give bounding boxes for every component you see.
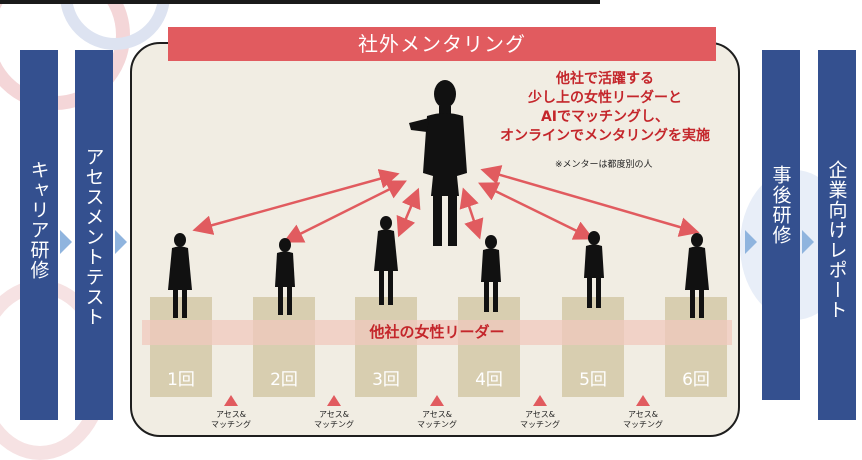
triangle-up-icon bbox=[636, 395, 650, 406]
assess-matching-label: アセス&マッチング bbox=[417, 410, 457, 429]
callout-line: オンラインでメンタリングを実施 bbox=[500, 128, 710, 144]
leader-silhouette bbox=[168, 233, 192, 318]
leader-band-label: 他社の女性リーダー bbox=[369, 323, 505, 341]
leader-silhouette bbox=[275, 238, 295, 315]
step-label: 企業向けレポート bbox=[825, 160, 848, 320]
chevron-right-icon bbox=[60, 230, 72, 254]
pedestal bbox=[150, 297, 212, 397]
mentor-silhouette bbox=[409, 80, 467, 246]
panel-title: 社外メンタリング bbox=[168, 27, 716, 61]
pedestal bbox=[665, 297, 727, 397]
leader-silhouette bbox=[374, 216, 398, 305]
triangle-up-icon bbox=[224, 395, 238, 406]
chevron-right-icon bbox=[802, 230, 814, 254]
mentor-note: ※メンターは都度別の人 bbox=[555, 160, 653, 170]
top-rule bbox=[0, 0, 600, 4]
pedestal bbox=[253, 297, 315, 397]
callout-line: 他社で活躍する bbox=[556, 71, 654, 87]
arrow-2 bbox=[283, 180, 407, 243]
step-post-training: 事後研修 bbox=[762, 50, 800, 400]
leader-silhouette bbox=[481, 235, 501, 312]
callout-line: 少し上の女性リーダーと bbox=[528, 90, 682, 106]
chevron-right-icon bbox=[745, 230, 757, 254]
session-label: 3回 bbox=[372, 370, 400, 390]
assess-matching-label: アセス&マッチング bbox=[623, 410, 663, 429]
session-label: 6回 bbox=[682, 370, 710, 390]
arrow-6 bbox=[480, 165, 700, 237]
callout-text: 他社で活躍する 少し上の女性リーダーと AIでマッチングし、 オンラインでメンタ… bbox=[470, 70, 740, 146]
pedestal bbox=[458, 297, 520, 397]
step-label: キャリア研修 bbox=[27, 160, 50, 280]
session-label: 2回 bbox=[270, 370, 298, 390]
step-corporate-report: 企業向けレポート bbox=[818, 50, 856, 420]
assess-matching-label: アセス&マッチング bbox=[314, 410, 354, 429]
triangle-up-icon bbox=[533, 395, 547, 406]
step-label: 事後研修 bbox=[769, 165, 792, 245]
step-career-training: キャリア研修 bbox=[20, 50, 58, 420]
assess-matching-label: アセス&マッチング bbox=[520, 410, 560, 429]
arrow-3 bbox=[396, 187, 421, 238]
assess-matching-label: アセス&マッチング bbox=[211, 410, 251, 429]
arrow-4 bbox=[459, 187, 484, 240]
pedestal bbox=[562, 297, 624, 397]
callout-line: AIでマッチングし、 bbox=[540, 109, 670, 125]
chevron-right-icon bbox=[115, 230, 127, 254]
step-assessment-test: アセスメントテスト bbox=[75, 50, 113, 420]
session-label: 4回 bbox=[475, 370, 503, 390]
leader-band bbox=[142, 320, 732, 345]
session-label: 5回 bbox=[579, 370, 607, 390]
triangle-up-icon bbox=[327, 395, 341, 406]
leader-silhouette bbox=[685, 233, 709, 318]
step-label: アセスメントテスト bbox=[82, 147, 105, 327]
pedestal bbox=[355, 297, 417, 397]
session-label: 1回 bbox=[167, 370, 195, 390]
triangle-up-icon bbox=[430, 395, 444, 406]
leader-silhouette bbox=[584, 231, 604, 308]
connector-arrows bbox=[192, 165, 700, 243]
